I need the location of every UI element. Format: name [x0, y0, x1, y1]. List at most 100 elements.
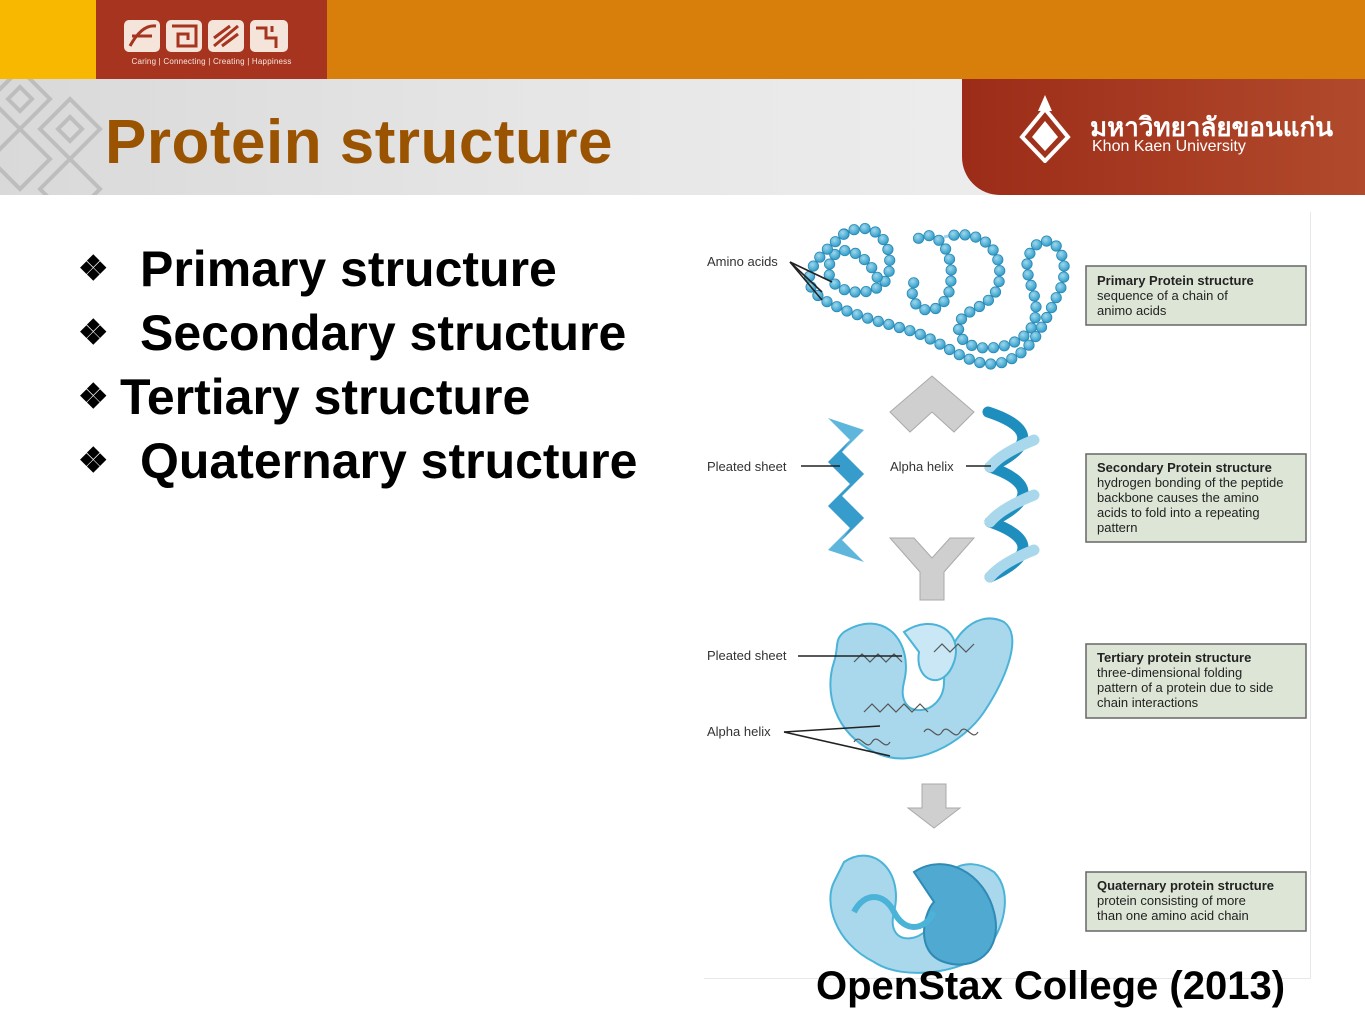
amino-acid-bead	[807, 260, 820, 272]
amino-acid-bead	[1058, 271, 1070, 283]
diamond-bullet-icon: ❖	[78, 250, 109, 288]
amino-acid-bead	[993, 276, 1005, 288]
bullet-text: Quaternary structure	[140, 433, 638, 489]
brand-tagline: Caring | Connecting | Creating | Happine…	[131, 57, 292, 66]
bullet-text: Tertiary structure	[120, 369, 531, 425]
quaternary-fold-shape	[829, 854, 1006, 974]
amino-acid-bead	[872, 315, 884, 328]
amino-acid-bead	[945, 275, 957, 287]
amino-acid-bead	[995, 357, 1008, 369]
amino-acid-bead	[913, 232, 925, 244]
amino-acid-bead	[970, 231, 982, 243]
box-title: Primary Protein structure	[1097, 273, 1254, 288]
label-pleated-sheet: Pleated sheet	[707, 648, 787, 663]
arrow-icon	[906, 783, 962, 829]
amino-acid-bead	[838, 284, 850, 296]
amino-acid-bead	[985, 358, 997, 370]
arrow-icon	[889, 375, 975, 433]
amino-acid-bead	[994, 265, 1006, 277]
amino-acid-bead	[992, 254, 1004, 266]
amino-acid-bead	[963, 353, 975, 365]
amino-acid-bead	[974, 357, 986, 369]
amino-acid-bead	[862, 312, 874, 324]
description-box-tertiary: Tertiary protein structure three-dimensi…	[1085, 643, 1307, 719]
amino-acid-bead	[814, 251, 826, 263]
amino-acid-bead	[831, 301, 843, 313]
amino-acid-bead	[821, 243, 834, 255]
amino-acid-bead	[860, 286, 872, 298]
amino-acid-bead	[893, 321, 905, 334]
university-badge: มหาวิทยาลัยขอนแก่น Khon Kaen University	[962, 79, 1365, 195]
bullet-list: ❖Primary structure ❖Secondary structure …	[78, 244, 637, 500]
amino-acid-bead	[944, 343, 956, 356]
amino-acid-bead	[979, 236, 992, 248]
box-title: Secondary Protein structure	[1097, 460, 1272, 475]
amino-acid-bead	[1021, 258, 1033, 270]
amino-acid-bead	[824, 258, 836, 270]
amino-acid-bead	[1030, 301, 1042, 313]
amino-acid-bead	[829, 236, 841, 248]
amino-acid-bead	[966, 339, 978, 351]
amino-acid-bead	[933, 234, 945, 246]
amino-acid-bead	[914, 328, 926, 341]
diamond-bullet-icon: ❖	[78, 378, 109, 416]
amino-acid-bead	[1056, 249, 1068, 262]
amino-acid-bead	[943, 286, 955, 298]
amino-acid-bead	[1028, 290, 1040, 302]
amino-acid-bead	[883, 318, 895, 331]
label-amino-acids: Amino acids	[707, 254, 778, 269]
amino-acid-bead	[904, 325, 916, 337]
amino-acid-bead	[1035, 321, 1048, 333]
amino-acid-bead	[948, 229, 960, 241]
amino-acid-bead	[858, 253, 870, 266]
amino-acid-bead	[955, 313, 968, 325]
amino-acid-bead	[919, 304, 931, 316]
amino-acid-bead	[869, 226, 881, 238]
amino-acid-bead	[964, 306, 976, 318]
tertiary-zigzag	[853, 643, 979, 746]
amino-acid-bead	[924, 333, 936, 345]
amino-acid-bead	[882, 243, 894, 256]
bullet-item: ❖ Tertiary structure	[78, 372, 637, 436]
bullet-item: ❖Secondary structure	[78, 308, 637, 372]
bullet-text: Primary structure	[140, 241, 557, 297]
amino-acid-bead	[1029, 312, 1041, 324]
amino-acid-bead	[934, 338, 946, 350]
arrow-icon	[888, 537, 976, 601]
label-pleated-sheet: Pleated sheet	[707, 459, 787, 474]
university-name-english: Khon Kaen University	[1092, 138, 1246, 155]
box-line: pattern of a protein due to side	[1097, 680, 1273, 695]
amino-acid-bead	[883, 265, 895, 277]
box-line: protein consisting of more	[1097, 893, 1246, 908]
amino-acid-bead	[1050, 292, 1062, 304]
box-line: than one amino acid chain	[1097, 908, 1249, 923]
bullet-item: ❖Quaternary structure	[78, 436, 637, 500]
bullet-text: Secondary structure	[140, 305, 627, 361]
amino-acid-bead	[1024, 247, 1036, 260]
tertiary-fold-shape	[829, 617, 1014, 760]
box-line: sequence of a chain of	[1097, 288, 1228, 303]
amino-acid-bead	[953, 349, 965, 361]
box-line: backbone causes the amino	[1097, 490, 1259, 505]
amino-acid-beads	[804, 223, 1070, 370]
amino-acid-bead	[910, 298, 922, 310]
box-line: pattern	[1097, 520, 1137, 535]
amino-acid-bead	[989, 286, 1002, 298]
description-box-secondary: Secondary Protein structure hydrogen bon…	[1085, 453, 1307, 543]
university-name-thai: มหาวิทยาลัยขอนแก่น	[1090, 112, 1334, 142]
amino-acid-bead	[1006, 353, 1018, 365]
amino-acid-bead	[1050, 240, 1062, 252]
amino-acid-bead	[908, 277, 920, 289]
label-alpha-helix: Alpha helix	[890, 459, 954, 474]
amino-acid-bead	[953, 323, 965, 336]
amino-acid-bead	[848, 224, 860, 236]
image-credit: OpenStax College (2013)	[816, 964, 1286, 1008]
box-line: hydrogen bonding of the peptide	[1097, 475, 1284, 490]
pointer-lines	[783, 725, 891, 757]
amino-acid-bead	[1023, 339, 1035, 351]
box-title: Quaternary protein structure	[1097, 878, 1274, 893]
amino-acid-pointers	[789, 261, 833, 301]
amino-acid-bead	[821, 296, 833, 308]
amino-acid-bead	[1018, 330, 1030, 342]
label-alpha-helix: Alpha helix	[707, 724, 771, 739]
